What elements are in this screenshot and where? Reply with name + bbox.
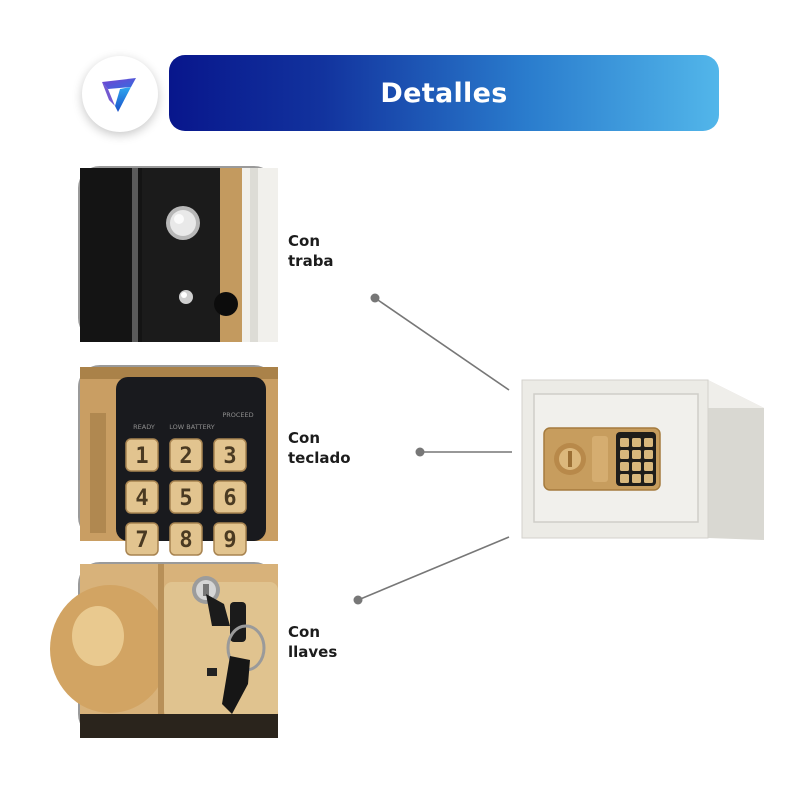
safe-key xyxy=(620,438,629,447)
page-title: Detalles xyxy=(380,77,508,109)
lock-detail-image xyxy=(78,166,278,342)
keypad-key-4: 4 xyxy=(125,480,159,514)
safe-key xyxy=(644,474,653,483)
keypad-keys: 1 2 3 4 5 6 7 8 9 xyxy=(125,438,247,556)
keypad-key-2: 2 xyxy=(169,438,203,472)
svg-text:9: 9 xyxy=(223,528,236,553)
keypad-detail-image: READY LOW BATTERY PROCEED 1 2 3 4 5 6 7 8 9 xyxy=(78,365,278,556)
connector-dot-lock xyxy=(370,293,380,303)
safe-key xyxy=(644,450,653,459)
safe-key xyxy=(644,438,653,447)
connector-line-keys xyxy=(357,536,510,601)
safe-key xyxy=(644,462,653,471)
svg-text:1: 1 xyxy=(135,444,148,469)
safe-key xyxy=(632,438,641,447)
keypad-key-1: 1 xyxy=(125,438,159,472)
svg-text:3: 3 xyxy=(223,444,236,469)
safe-key xyxy=(632,450,641,459)
title-banner: Detalles xyxy=(169,55,719,131)
keys-detail-image xyxy=(50,562,278,738)
safe-product-image xyxy=(521,379,764,540)
keypad-key-5: 5 xyxy=(169,480,203,514)
keypad-key-8: 8 xyxy=(169,522,203,556)
brand-logo-icon xyxy=(102,78,136,112)
svg-text:5: 5 xyxy=(179,486,192,511)
svg-text:2: 2 xyxy=(179,444,192,469)
safe-key xyxy=(632,462,641,471)
safe-key xyxy=(620,474,629,483)
keypad-key-9: 9 xyxy=(213,522,247,556)
feature-label-keys: Con llaves xyxy=(288,623,338,661)
svg-text:6: 6 xyxy=(223,486,236,511)
svg-text:7: 7 xyxy=(135,528,148,553)
indicator-proceed: PROCEED xyxy=(222,411,253,419)
keypad-key-7: 7 xyxy=(125,522,159,556)
connector-dot-keys xyxy=(353,595,363,605)
connector-dot-keypad xyxy=(415,447,425,457)
indicator-low-battery: LOW BATTERY xyxy=(169,423,214,431)
feature-label-lock: Con traba xyxy=(288,232,334,270)
svg-text:8: 8 xyxy=(179,528,192,553)
connector-line-lock xyxy=(374,297,510,391)
safe-keypad xyxy=(620,438,653,483)
brand-logo xyxy=(82,56,158,132)
keypad-key-6: 6 xyxy=(213,480,247,514)
svg-text:4: 4 xyxy=(135,486,148,511)
safe-key xyxy=(620,462,629,471)
feature-label-keypad: Con teclado xyxy=(288,429,351,467)
indicator-ready: READY xyxy=(133,423,155,431)
safe-key xyxy=(620,450,629,459)
safe-key xyxy=(632,474,641,483)
keypad-key-3: 3 xyxy=(213,438,247,472)
